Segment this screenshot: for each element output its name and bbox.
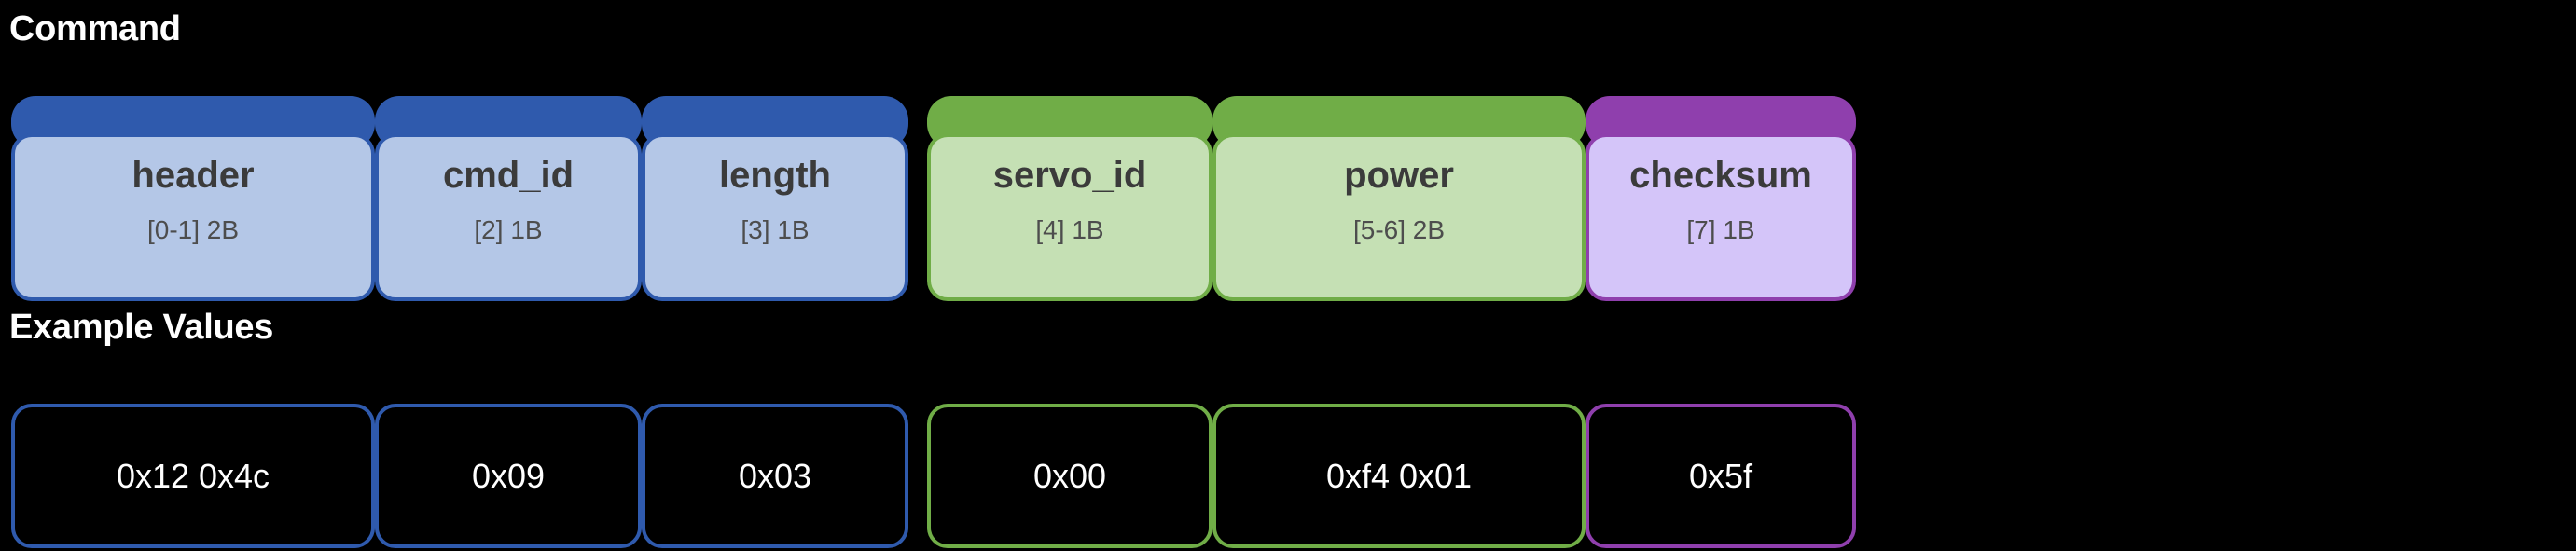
packet-field-header[interactable]: header [0-1] 2B [11,96,375,301]
packet-field-name: header [132,155,255,196]
packet-field-body: length [3] 1B [642,133,908,301]
packet-field-byte-range: [2] 1B [474,215,543,244]
packet-field-byte-range: [5-6] 2B [1352,215,1446,244]
packet-field-body: cmd_id [2] 1B [375,133,642,301]
packet-field-byte-range: [0-1] 2B [146,215,240,244]
packet-field-name: cmd_id [442,155,575,196]
example-value-checksum[interactable]: 0x5f [1586,404,1856,548]
packet-field-byte-range: [4] 1B [1035,215,1104,244]
command-section-title: Command [9,9,181,48]
packet-field-name: power [1344,155,1454,196]
packet-field-name: length [719,155,831,196]
packet-field-body: servo_id [4] 1B [927,133,1212,301]
packet-field-byte-range: [3] 1B [741,215,810,244]
packet-field-name: checksum [1629,155,1812,196]
example-values-row: 0x12 0x4c 0x09 0x03 0x00 0xf4 0x01 0x5f [0,404,2576,548]
example-value-text: 0x03 [738,456,812,495]
example-value-text: 0x00 [1032,456,1107,495]
example-value-cmd-id[interactable]: 0x09 [375,404,642,548]
packet-field-body: header [0-1] 2B [11,133,375,301]
example-value-text: 0x5f [1688,456,1753,495]
packet-field-cmd-id[interactable]: cmd_id [2] 1B [375,96,642,301]
example-values-section-title: Example Values [9,308,274,347]
packet-field-body: power [5-6] 2B [1212,133,1586,301]
example-value-header[interactable]: 0x12 0x4c [11,404,375,548]
packet-field-byte-range: [7] 1B [1686,215,1755,244]
packet-field-checksum[interactable]: checksum [7] 1B [1586,96,1856,301]
example-value-text: 0xf4 0x01 [1325,456,1473,495]
packet-field-body: checksum [7] 1B [1586,133,1856,301]
example-value-power[interactable]: 0xf4 0x01 [1212,404,1586,548]
example-value-text: 0x12 0x4c [116,456,270,495]
packet-field-length[interactable]: length [3] 1B [642,96,908,301]
packet-field-servo-id[interactable]: servo_id [4] 1B [927,96,1212,301]
command-field-row: header [0-1] 2B cmd_id [2] 1B length [3] 1B se… [0,96,2576,301]
example-value-text: 0x09 [471,456,546,495]
example-value-servo-id[interactable]: 0x00 [927,404,1212,548]
packet-field-power[interactable]: power [5-6] 2B [1212,96,1586,301]
packet-field-name: servo_id [992,155,1147,196]
example-value-length[interactable]: 0x03 [642,404,908,548]
